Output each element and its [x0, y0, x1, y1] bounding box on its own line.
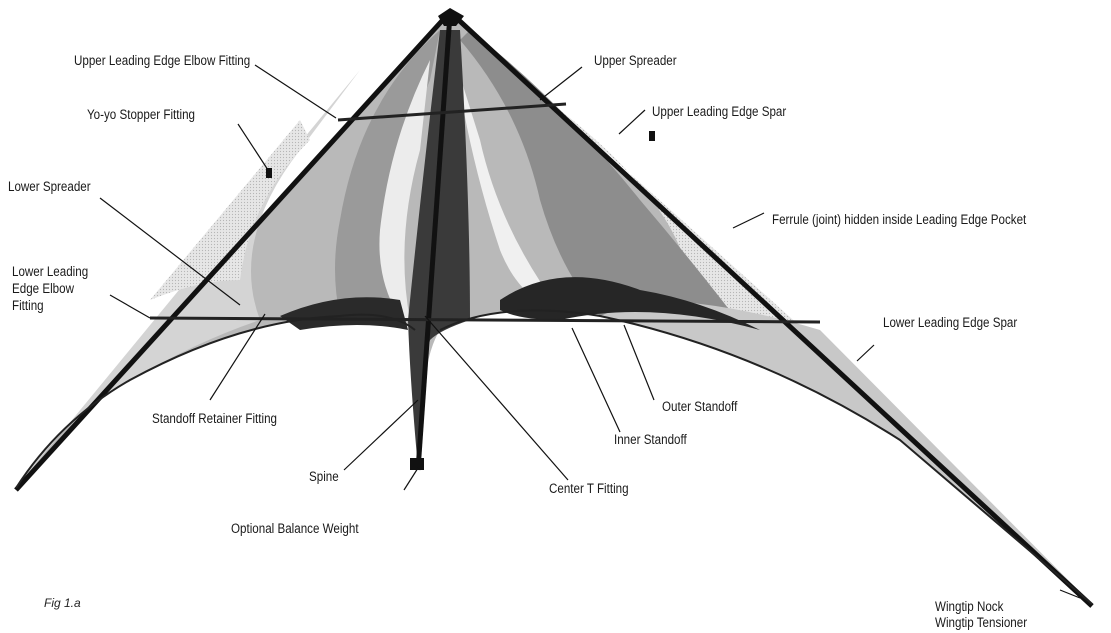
- label-wingtip-nock: Wingtip Nock: [935, 598, 1003, 615]
- yoyo-stopper: [266, 168, 272, 178]
- balance-weight: [410, 458, 424, 470]
- label-wingtip-tensioner: Wingtip Tensioner: [935, 614, 1027, 631]
- label-lower-leading-edge-elbow-fitting: Lower Leading Edge Elbow Fitting: [12, 263, 88, 314]
- label-upper-leading-edge-spar: Upper Leading Edge Spar: [652, 103, 786, 120]
- figure-caption: Fig 1.a: [44, 596, 81, 610]
- label-inner-standoff: Inner Standoff: [614, 431, 687, 448]
- right-wing-lower-panel: [600, 300, 1092, 604]
- label-outer-standoff: Outer Standoff: [662, 398, 737, 415]
- label-ferrule-joint: Ferrule (joint) hidden inside Leading Ed…: [772, 211, 1026, 228]
- label-lower-spreader: Lower Spreader: [8, 178, 91, 195]
- label-yoyo-stopper-fitting: Yo-yo Stopper Fitting: [87, 106, 195, 123]
- label-lower-leading-edge-spar: Lower Leading Edge Spar: [883, 314, 1017, 331]
- label-upper-spreader: Upper Spreader: [594, 52, 677, 69]
- label-spine: Spine: [309, 468, 339, 485]
- left-trailing-edge: [16, 315, 415, 488]
- label-upper-leading-edge-elbow-fitting: Upper Leading Edge Elbow Fitting: [74, 52, 250, 69]
- label-standoff-retainer-fitting: Standoff Retainer Fitting: [152, 410, 277, 427]
- label-optional-balance-weight: Optional Balance Weight: [231, 520, 359, 537]
- upper-yoyo-stopper: [649, 131, 655, 141]
- label-center-t-fitting: Center T Fitting: [549, 480, 629, 497]
